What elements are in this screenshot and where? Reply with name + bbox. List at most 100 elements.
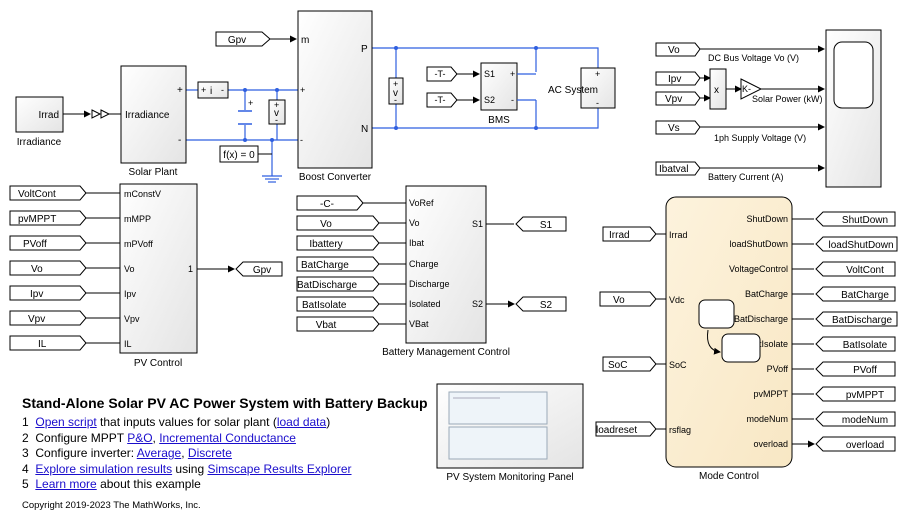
- explore-results-link[interactable]: Explore simulation results: [35, 461, 173, 476]
- svg-text:mConstV: mConstV: [124, 189, 161, 199]
- svg-text:loadreset: loadreset: [596, 425, 637, 436]
- svg-text:rsflag: rsflag: [669, 425, 691, 435]
- svg-text:Vs: Vs: [668, 123, 680, 134]
- note-item-5: 5 Learn more about this example: [22, 477, 201, 491]
- svg-text:mMPP: mMPP: [124, 214, 151, 224]
- t2-from-tag[interactable]: -T-: [426, 92, 458, 108]
- scope-inputs: Vo Ipv Vpv Vs Ibatval DC Bus Voltage Vo …: [655, 42, 825, 182]
- gain-block[interactable]: K-: [740, 78, 763, 100]
- svg-text:Irrad: Irrad: [38, 110, 59, 121]
- svg-text:Vo: Vo: [613, 295, 625, 306]
- from-ipv: [655, 71, 701, 86]
- mode-control-label: Mode Control: [699, 471, 759, 482]
- product-block[interactable]: x: [709, 68, 727, 110]
- svg-text:+: +: [177, 85, 183, 96]
- model-title: Stand-Alone Solar PV AC Power System wit…: [22, 395, 428, 411]
- svg-text:K-: K-: [742, 84, 751, 94]
- converter-icon: [91, 109, 111, 119]
- load-data-link[interactable]: load data: [276, 415, 327, 429]
- irradiance-label: Irradiance: [17, 137, 62, 148]
- svg-text:S1: S1: [540, 220, 553, 231]
- svg-text:VoRef: VoRef: [409, 198, 434, 208]
- svg-text:pvMPPT: pvMPPT: [753, 389, 788, 399]
- boost-converter-block[interactable]: m P N + - Boost Converter: [297, 10, 373, 183]
- svg-text:1: 1: [188, 264, 193, 274]
- svg-text:S2: S2: [472, 299, 483, 309]
- svg-text:i: i: [210, 86, 212, 97]
- results-explorer-link[interactable]: Simscape Results Explorer: [207, 461, 352, 476]
- svg-text:Vo: Vo: [668, 45, 680, 56]
- svg-text:-: -: [394, 95, 397, 105]
- s2-goto-tag[interactable]: S2: [515, 296, 567, 312]
- svg-text:+: +: [595, 69, 600, 79]
- svg-text:Ipv: Ipv: [668, 74, 681, 85]
- svg-text:-: -: [178, 135, 181, 146]
- svg-text:VoltageControl: VoltageControl: [729, 264, 788, 274]
- svg-text:BatCharge: BatCharge: [301, 260, 349, 271]
- svg-text:-T-: -T-: [435, 95, 446, 105]
- monitoring-panel-label: PV System Monitoring Panel: [446, 472, 573, 483]
- note-item-3: 3 Configure inverter: Average, Discrete: [22, 446, 232, 460]
- learn-more-link[interactable]: Learn more: [35, 477, 97, 491]
- svg-text:+: +: [393, 79, 398, 89]
- bmc-block[interactable]: VoRef Vo Ibat Charge Discharge Isolated …: [382, 185, 510, 358]
- incremental-conductance-link[interactable]: Incremental Conductance: [159, 430, 296, 445]
- discrete-link[interactable]: Discrete: [187, 446, 232, 460]
- open-script-link[interactable]: Open script: [35, 415, 97, 429]
- svg-text:PVoff: PVoff: [853, 365, 877, 376]
- svg-text:Gpv: Gpv: [228, 35, 246, 46]
- dc-bus-voltage-sensor[interactable]: + v -: [388, 77, 404, 105]
- t1-from-tag[interactable]: -T-: [426, 66, 458, 82]
- mode-inputs: Irrad Vo SoC loadreset: [595, 226, 666, 437]
- boost-converter-label: Boost Converter: [299, 172, 372, 183]
- svg-text:pvMPPT: pvMPPT: [846, 390, 884, 401]
- svg-text:mPVoff: mPVoff: [124, 239, 153, 249]
- mode-outputs: ShutDown loadShutDown VoltCont BatCharge…: [792, 211, 898, 452]
- physical-connections: [186, 46, 599, 176]
- from-vs: [655, 120, 701, 135]
- scope-block[interactable]: [825, 29, 882, 188]
- svg-text:m: m: [301, 35, 309, 46]
- po-link[interactable]: P&O: [127, 430, 153, 445]
- svg-text:SoC: SoC: [669, 360, 687, 370]
- svg-text:BatDischarge: BatDischarge: [297, 280, 357, 291]
- monitoring-panel-block[interactable]: PV System Monitoring Panel: [436, 383, 584, 483]
- svg-text:BatIsolate: BatIsolate: [748, 339, 788, 349]
- ac-system-block[interactable]: + - AC System: [548, 67, 616, 109]
- svg-text:-C-: -C-: [320, 199, 334, 210]
- pv-control-inputs: VoltCont pvMPPT PVoff Vo Ipv Vpv IL: [9, 185, 120, 351]
- svg-text:BatIsolate: BatIsolate: [843, 340, 888, 351]
- svg-text:BatCharge: BatCharge: [745, 289, 788, 299]
- voltage-sensor[interactable]: + v -: [268, 99, 286, 125]
- svg-text:IL: IL: [38, 339, 47, 350]
- bmc-label: Battery Management Control: [382, 347, 510, 358]
- s1-goto-tag[interactable]: S1: [515, 216, 567, 232]
- svg-text:BatIsolate: BatIsolate: [302, 300, 347, 311]
- svg-text:Vpv: Vpv: [665, 94, 682, 105]
- bms-block[interactable]: S1 S2 + - BMS: [480, 62, 518, 126]
- svg-text:x: x: [714, 85, 719, 96]
- note-item-4: 4 Explore simulation results using Simsc…: [22, 461, 352, 476]
- svg-text:Ipv: Ipv: [124, 289, 137, 299]
- svg-text:S2: S2: [484, 95, 495, 105]
- svg-text:VBat: VBat: [409, 319, 429, 329]
- svg-text:Ibatval: Ibatval: [659, 164, 688, 175]
- current-sensor[interactable]: + i -: [197, 81, 229, 99]
- irradiance-block[interactable]: Irrad Irradiance: [15, 96, 64, 148]
- svg-text:ShutDown: ShutDown: [746, 214, 788, 224]
- average-link[interactable]: Average: [136, 446, 182, 460]
- note-item-1: 1 Open script that inputs values for sol…: [22, 415, 331, 429]
- gpv-from-tag[interactable]: Gpv: [215, 31, 271, 47]
- mode-control-chart[interactable]: Irrad Vdc SoC rsflag ShutDown loadShutDo…: [665, 196, 793, 482]
- svg-text:overload: overload: [846, 440, 884, 451]
- pv-control-block[interactable]: mConstV mMPP mPVoff Vo Ipv Vpv IL 1 PV C…: [119, 183, 198, 369]
- pv-control-label: PV Control: [134, 358, 182, 369]
- svg-text:VoltCont: VoltCont: [18, 189, 56, 200]
- svg-text:v: v: [274, 108, 279, 119]
- svg-text:-: -: [300, 135, 303, 145]
- gpv-goto-tag[interactable]: Gpv: [235, 261, 283, 277]
- svg-text:Vpv: Vpv: [124, 314, 140, 324]
- solar-plant-block[interactable]: Irradiance + - Solar Plant: [120, 65, 187, 178]
- solver-configuration[interactable]: f(x) = 0: [219, 145, 259, 163]
